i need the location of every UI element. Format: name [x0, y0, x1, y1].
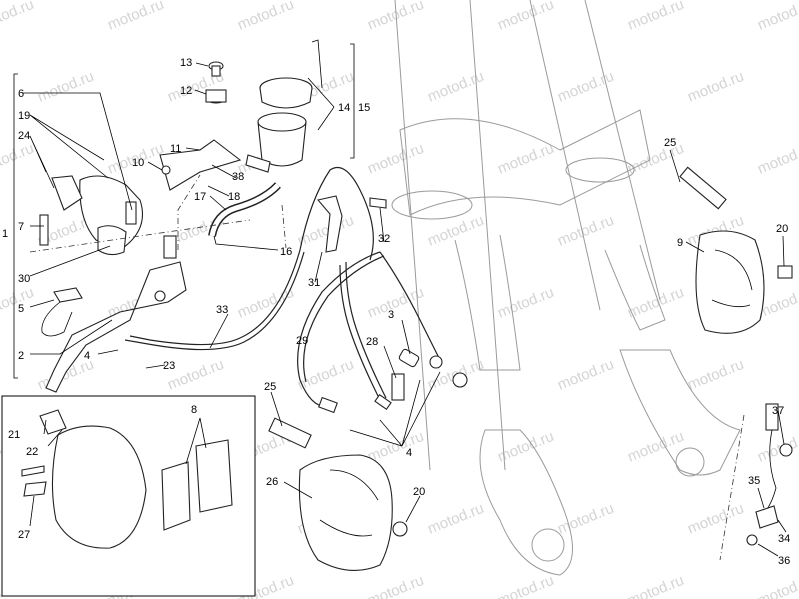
watermark-text: motod.ru: [365, 572, 426, 599]
watermark-text: motod.ru: [0, 140, 36, 178]
callout-17: 17: [194, 191, 206, 203]
watermark-text: motod.ru: [495, 572, 556, 599]
watermark-text: motod.ru: [0, 0, 36, 34]
callout-31: 31: [308, 277, 320, 289]
brake-light-switch: [41, 287, 83, 337]
watermark-text: motod.ru: [625, 284, 686, 322]
callout-27: 27: [18, 529, 30, 541]
watermark-text: motod.ru: [685, 356, 746, 394]
watermark-text: motod.ru: [495, 0, 556, 34]
watermark-text: motod.ru: [555, 68, 616, 106]
callout-labels: 1 2 3 4 4 5 6 7 8 9 10 11 12 13 14 15 16…: [2, 57, 790, 567]
callout-29: 29: [296, 335, 308, 347]
abs-sensor: [746, 403, 793, 546]
watermark-text: motod.ru: [685, 500, 746, 538]
callout-8: 8: [191, 404, 197, 416]
callout-25b: 25: [264, 381, 276, 393]
callout-4a: 4: [84, 350, 90, 362]
watermark-text: motod.ru: [625, 428, 686, 466]
watermark-text: motod.ru: [755, 140, 799, 178]
banjo-fittings: [391, 348, 468, 401]
watermark-text: motod.ru: [495, 284, 556, 322]
callout-11: 11: [170, 143, 181, 155]
callout-35: 35: [748, 475, 760, 487]
assembly-centre-lines: [29, 174, 745, 561]
brake-fluid-reservoir: [245, 39, 323, 173]
callout-18: 18: [228, 191, 240, 203]
callout-leaders: [23, 62, 787, 557]
left-brake-caliper: [268, 417, 408, 571]
callout-28: 28: [366, 336, 378, 348]
watermark-text: motod.ru: [235, 284, 296, 322]
master-cylinder-group-bracket: [13, 43, 355, 379]
watermark-text: motod.ru: [555, 500, 616, 538]
callout-36: 36: [778, 555, 790, 567]
callout-2: 2: [18, 350, 24, 362]
watermark-text: motod.ru: [625, 572, 686, 599]
brake-pad-inset: [1, 395, 256, 597]
callout-5: 5: [18, 303, 24, 315]
watermark-text: motod.ru: [35, 68, 96, 106]
callout-30: 30: [18, 273, 30, 285]
watermark-text: motod.ru: [685, 68, 746, 106]
callout-15: 15: [358, 102, 370, 114]
callout-25a: 25: [664, 137, 676, 149]
callout-7: 7: [18, 221, 24, 233]
callout-38: 38: [232, 171, 244, 183]
brake-lines-to-calipers: [297, 251, 441, 414]
callout-32: 32: [378, 233, 390, 245]
watermark-text: motod.ru: [105, 0, 166, 34]
watermark-text: motod.ru: [555, 212, 616, 250]
callout-9: 9: [677, 237, 683, 249]
callout-10: 10: [132, 157, 144, 169]
reservoir-cap-parts: [205, 61, 227, 104]
callout-21: 21: [8, 429, 20, 441]
callout-13: 13: [180, 57, 192, 69]
watermark-text: motod.ru: [755, 428, 799, 466]
callout-33: 33: [216, 304, 228, 316]
front-fork-assembly: [391, 0, 741, 576]
callout-4b: 4: [406, 447, 412, 459]
callout-3: 3: [388, 309, 394, 321]
callout-14: 14: [338, 102, 350, 114]
watermark-text: motod.ru: [625, 0, 686, 34]
callout-37: 37: [772, 405, 784, 417]
watermark-text: motod.ru: [425, 500, 486, 538]
watermark-text: motod.ru: [495, 140, 556, 178]
callout-24: 24: [18, 130, 30, 142]
callout-34: 34: [778, 533, 790, 545]
callout-20a: 20: [776, 223, 788, 235]
watermark-text: motod.ru: [365, 140, 426, 178]
callout-6: 6: [18, 88, 24, 100]
callout-16: 16: [280, 246, 292, 258]
brake-line-master: [124, 166, 374, 351]
brake-lever: [45, 235, 187, 393]
watermark-text: motod.ru: [755, 0, 799, 34]
callout-22: 22: [26, 446, 38, 458]
callout-12: 12: [180, 85, 192, 97]
callout-19: 19: [18, 110, 30, 122]
callout-26: 26: [266, 476, 278, 488]
watermark-text: motod.ru: [235, 0, 296, 34]
hose-clamp-bracket: [316, 195, 387, 253]
callout-1: 1: [2, 228, 8, 240]
callout-20b: 20: [413, 486, 425, 498]
callout-23: 23: [163, 360, 175, 372]
right-brake-caliper: [679, 166, 793, 334]
watermark-text: motod.ru: [555, 356, 616, 394]
watermark-text: motod.ru: [755, 572, 799, 599]
